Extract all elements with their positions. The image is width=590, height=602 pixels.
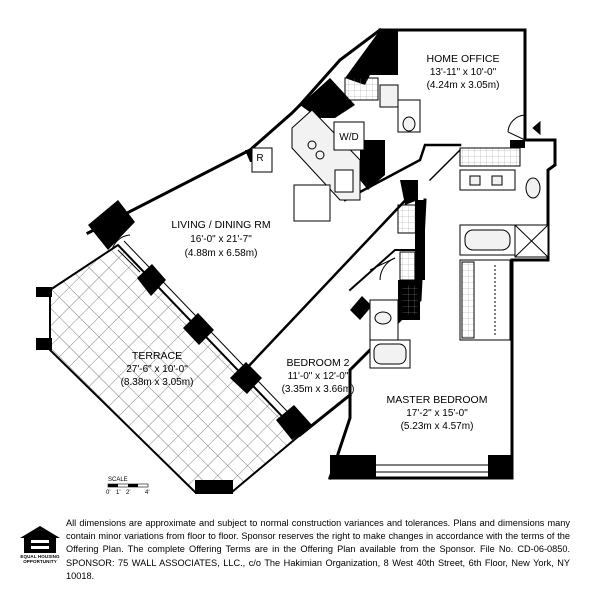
terrace-area xyxy=(36,240,307,494)
bedroom2-metric: (3.35m x 3.66m) xyxy=(282,384,355,395)
terrace-door xyxy=(111,234,141,273)
disclaimer-text: All dimensions are approximate and subje… xyxy=(66,518,570,581)
scale-tick-1: 1' xyxy=(116,490,120,496)
equal-housing-text: EQUAL HOUSING OPPORTUNITY xyxy=(20,554,60,564)
living-dining-imperial: 16'-0" x 21'-7" xyxy=(190,234,252,245)
bedroom2-bath xyxy=(369,204,419,369)
home-office-imperial: 13'-11" x 10'-0" xyxy=(430,67,497,78)
living-dining-name: LIVING / DINING RM xyxy=(171,219,270,231)
equal-housing-logo: EQUAL HOUSING OPPORTUNITY xyxy=(17,525,63,567)
home-office-metric: (4.24m x 3.05m) xyxy=(427,80,500,91)
master-bath xyxy=(459,147,549,258)
master-bedroom-metric: (5.23m x 4.57m) xyxy=(401,421,474,432)
label-bedroom-2: BEDROOM 2 11'-0" x 12'-0" (3.35m x 3.66m… xyxy=(282,357,355,395)
scale-bar: SCALE 0' 1' 2' 4' xyxy=(106,477,149,496)
scale-title: SCALE xyxy=(108,477,128,483)
bedroom2-door xyxy=(369,257,396,281)
master-closets xyxy=(459,259,511,341)
scale-tick-0: 0' xyxy=(106,490,110,496)
bedroom2-imperial: 11'-0" x 12'-0" xyxy=(288,371,349,382)
label-living-dining: LIVING / DINING RM 16'-0" x 21'-7" (4.88… xyxy=(171,219,270,259)
scale-tick-4: 4' xyxy=(145,490,149,496)
office-door xyxy=(507,114,541,141)
terrace-metric: (8.38m x 3.05m) xyxy=(121,377,194,388)
terrace-name: TERRACE xyxy=(132,350,182,362)
house-icon xyxy=(20,526,60,553)
floor-plan: R W/D xyxy=(36,27,557,496)
label-master-bedroom: MASTER BEDROOM 17'-2" x 15'-0" (5.23m x … xyxy=(387,394,488,432)
master-window xyxy=(376,464,488,473)
bedroom2-name: BEDROOM 2 xyxy=(286,357,349,369)
terrace-imperial: 27'-6" x 10'-0" xyxy=(126,364,188,375)
washer-dryer-label: W/D xyxy=(339,132,358,143)
living-dining-metric: (4.88m x 6.58m) xyxy=(185,248,258,259)
laundry-powder-room xyxy=(333,77,421,151)
label-home-office: HOME OFFICE 13'-11" x 10'-0" (4.24m x 3.… xyxy=(427,53,500,91)
master-bedroom-name: MASTER BEDROOM xyxy=(387,394,488,406)
kitchen xyxy=(251,109,361,222)
structural-columns xyxy=(88,30,525,478)
refrigerator-label: R xyxy=(256,153,263,164)
scale-tick-2: 2' xyxy=(126,490,130,496)
home-office-name: HOME OFFICE xyxy=(427,53,500,65)
master-bedroom-imperial: 17'-2" x 15'-0" xyxy=(406,408,468,419)
label-terrace: TERRACE 27'-6" x 10'-0" (8.38m x 3.05m) xyxy=(121,350,194,388)
